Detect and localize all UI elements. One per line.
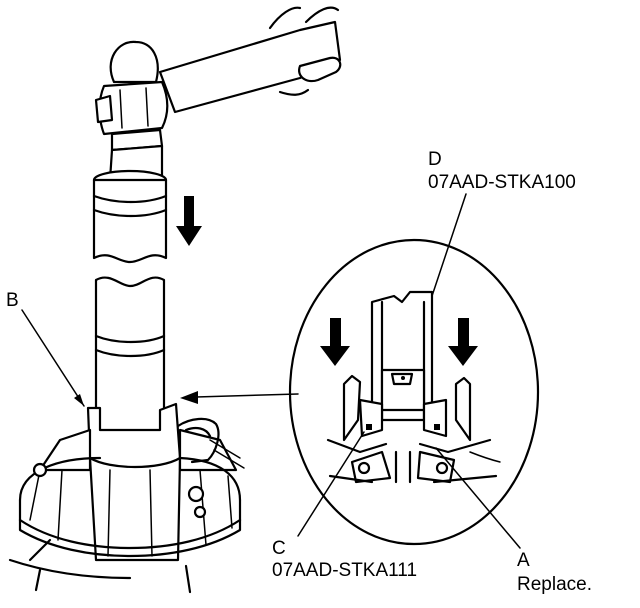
label-b: B [6,290,19,311]
hammer-icon [94,40,169,152]
driver-shaft-lower [94,276,166,434]
label-d-part-number: 07AAD-STKA100 [428,172,576,193]
leader-c [297,431,365,537]
label-c-part-number: 07AAD-STKA111 [272,560,418,581]
detail-view [288,238,540,546]
leader-d [431,193,467,297]
leader-a [435,447,521,549]
detail-pointer-arrow [180,391,299,404]
label-a-letter: A [517,550,530,571]
leader-b [21,309,85,407]
hand-and-handle [158,6,342,114]
label-c-letter: C [272,538,286,559]
label-a-note: Replace. [517,574,592,595]
down-arrow-icon [176,196,202,246]
driver-shaft-upper [92,144,168,264]
label-d-letter: D [428,149,442,170]
transmission-housing [8,402,245,594]
